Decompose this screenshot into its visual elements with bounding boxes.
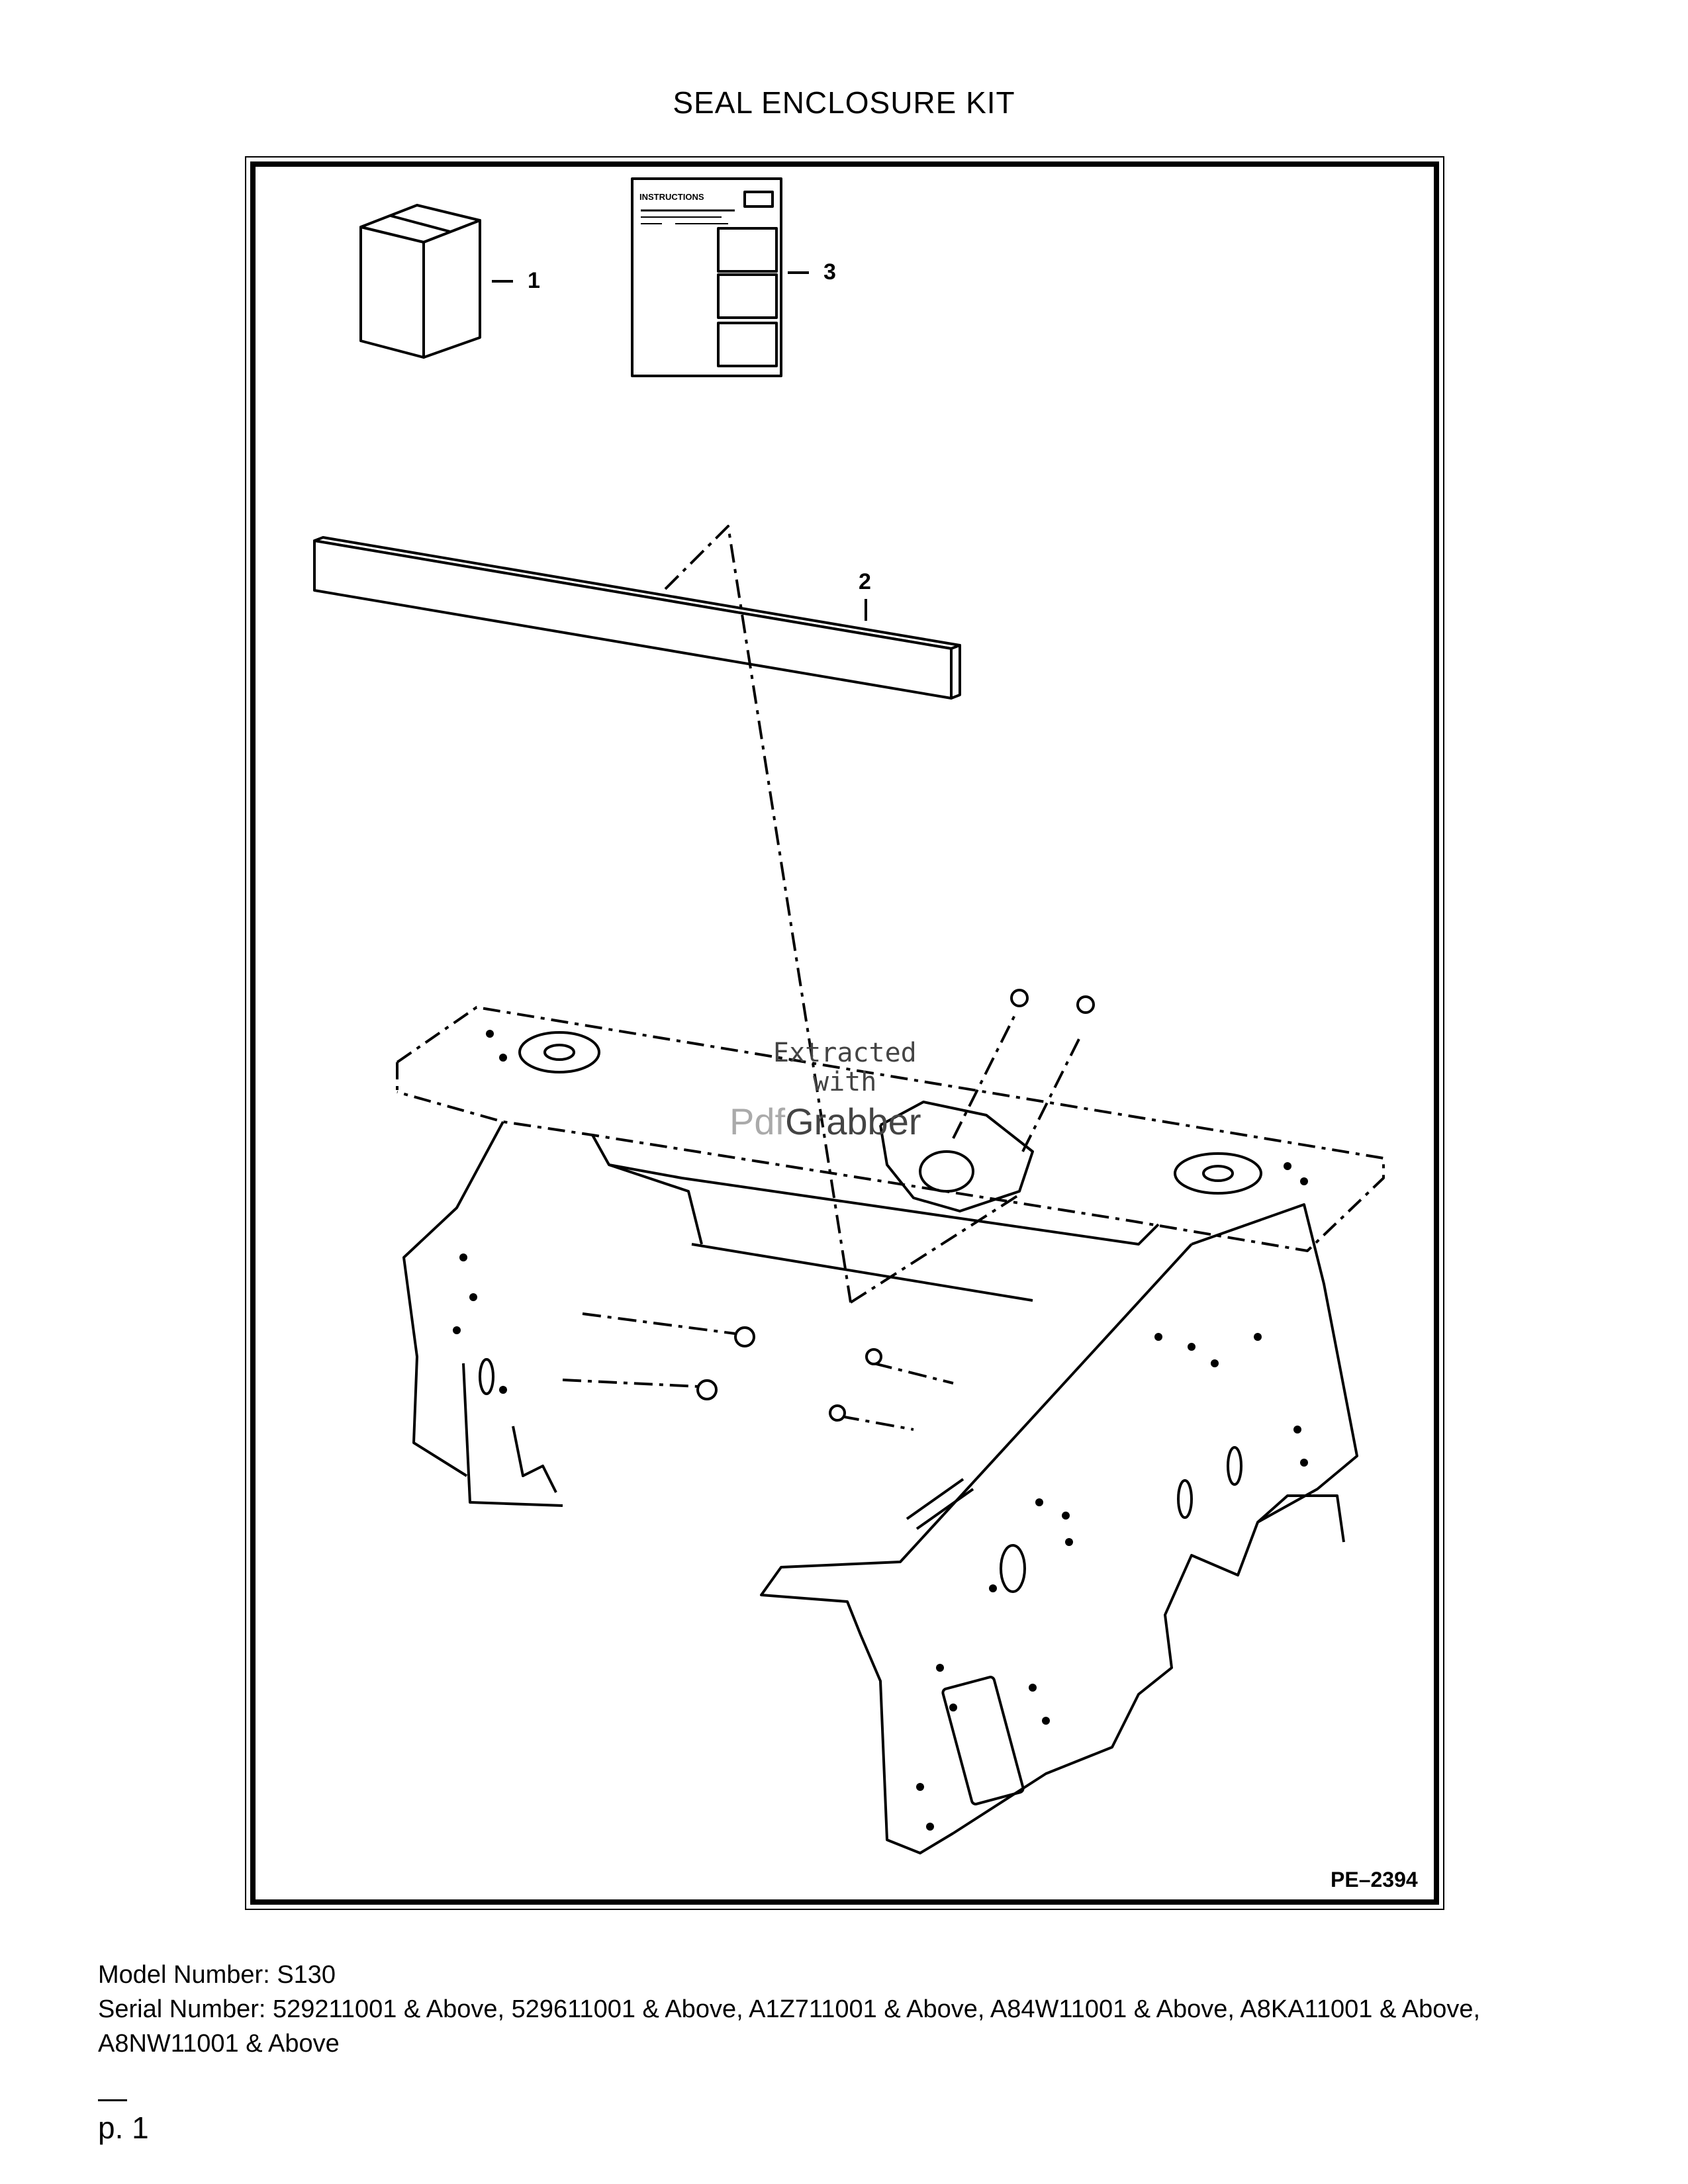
watermark-brand-a: Pdf (729, 1101, 786, 1142)
page-number: p. 1 (98, 2111, 149, 2145)
footer-info: Model Number: S130 Serial Number: 529211… (98, 1958, 1594, 2061)
figure-id: PE–2394 (1331, 1868, 1418, 1891)
watermark-line-1: Extracted (773, 1038, 917, 1068)
serial-number: Serial Number: 529211001 & Above, 529611… (98, 1995, 1481, 2058)
watermark-line-2: with (813, 1067, 877, 1097)
footer-rule (98, 2099, 127, 2101)
frame-holes (453, 1030, 1308, 1831)
figure-frame-outer (245, 156, 1444, 1910)
instruction-sheet-heading: INSTRUCTIONS (639, 192, 704, 202)
instruction-sheet-illustration (631, 177, 782, 377)
frame-top-plate (396, 1006, 1385, 1252)
callout-2: 2 (859, 569, 871, 594)
seal-box-illustration (359, 204, 481, 359)
loader-frame (402, 1031, 1358, 1854)
model-number: Model Number: S130 (98, 1961, 336, 1989)
bolt-hardware (696, 989, 1095, 1422)
figure-frame (250, 161, 1439, 1905)
watermark-brand-b: Grabber (785, 1101, 921, 1142)
page-title: SEAL ENCLOSURE KIT (673, 85, 1015, 120)
seal-strip-illustration (313, 536, 961, 700)
callout-3: 3 (823, 259, 836, 285)
callout-1: 1 (528, 268, 540, 293)
watermark-brand: PdfGrabber (729, 1100, 921, 1143)
